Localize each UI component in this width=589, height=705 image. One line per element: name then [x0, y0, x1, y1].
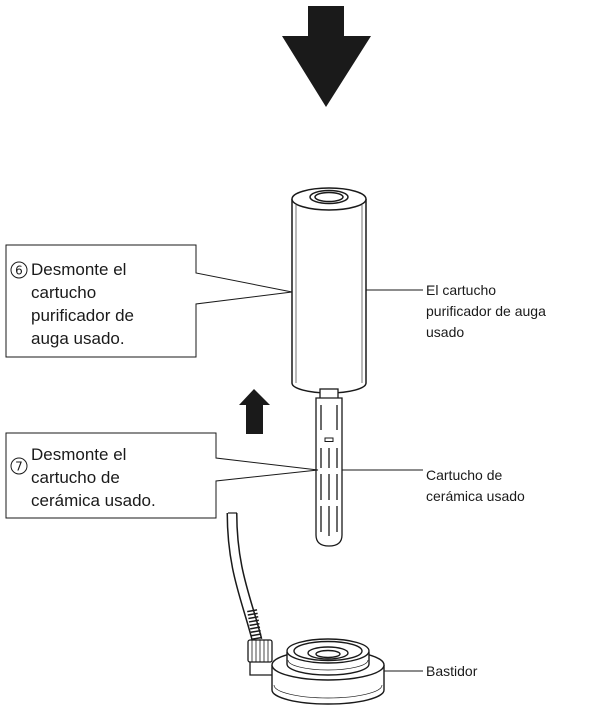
callout-line: cartucho de: [31, 468, 120, 487]
step-number: 6: [15, 264, 23, 278]
callout-box: [5, 244, 293, 358]
label-line: El cartucho: [426, 282, 496, 298]
hose: [226, 512, 263, 646]
water-purifier-cartridge: [291, 187, 367, 394]
arrow-up-icon: [239, 389, 270, 434]
callout-line: auga usado.: [31, 329, 125, 348]
callout-line: Desmonte el: [31, 445, 126, 464]
callout-step-6: 6 Desmonte el cartucho purificador de au…: [5, 244, 293, 358]
hose-connector: [247, 639, 273, 676]
arrow-down-icon: [282, 6, 371, 107]
label-line: Bastidor: [426, 663, 478, 679]
callout-box: [5, 432, 319, 519]
housing: [271, 638, 385, 705]
callout-line: purificador de: [31, 306, 134, 325]
callout-line: cartucho: [31, 283, 96, 302]
ceramic-cartridge: [315, 388, 343, 547]
step-number: 7: [15, 460, 23, 474]
callout-line: Desmonte el: [31, 260, 126, 279]
label-line: cerámica usado: [426, 488, 525, 504]
label-ceramic-cartridge: Cartucho de cerámica usado: [342, 467, 525, 504]
step-number-badge: 6: [10, 261, 28, 279]
label-filter-cartridge: El cartucho purificador de auga usado: [366, 282, 546, 340]
label-line: purificador de auga: [426, 303, 546, 319]
label-line: usado: [426, 324, 464, 340]
label-housing: Bastidor: [384, 663, 478, 679]
label-line: Cartucho de: [426, 467, 502, 483]
callout-step-7: 7 Desmonte el cartucho de cerámica usado…: [5, 432, 319, 519]
callout-line: cerámica usado.: [31, 491, 156, 510]
step-number-badge: 7: [10, 457, 28, 475]
